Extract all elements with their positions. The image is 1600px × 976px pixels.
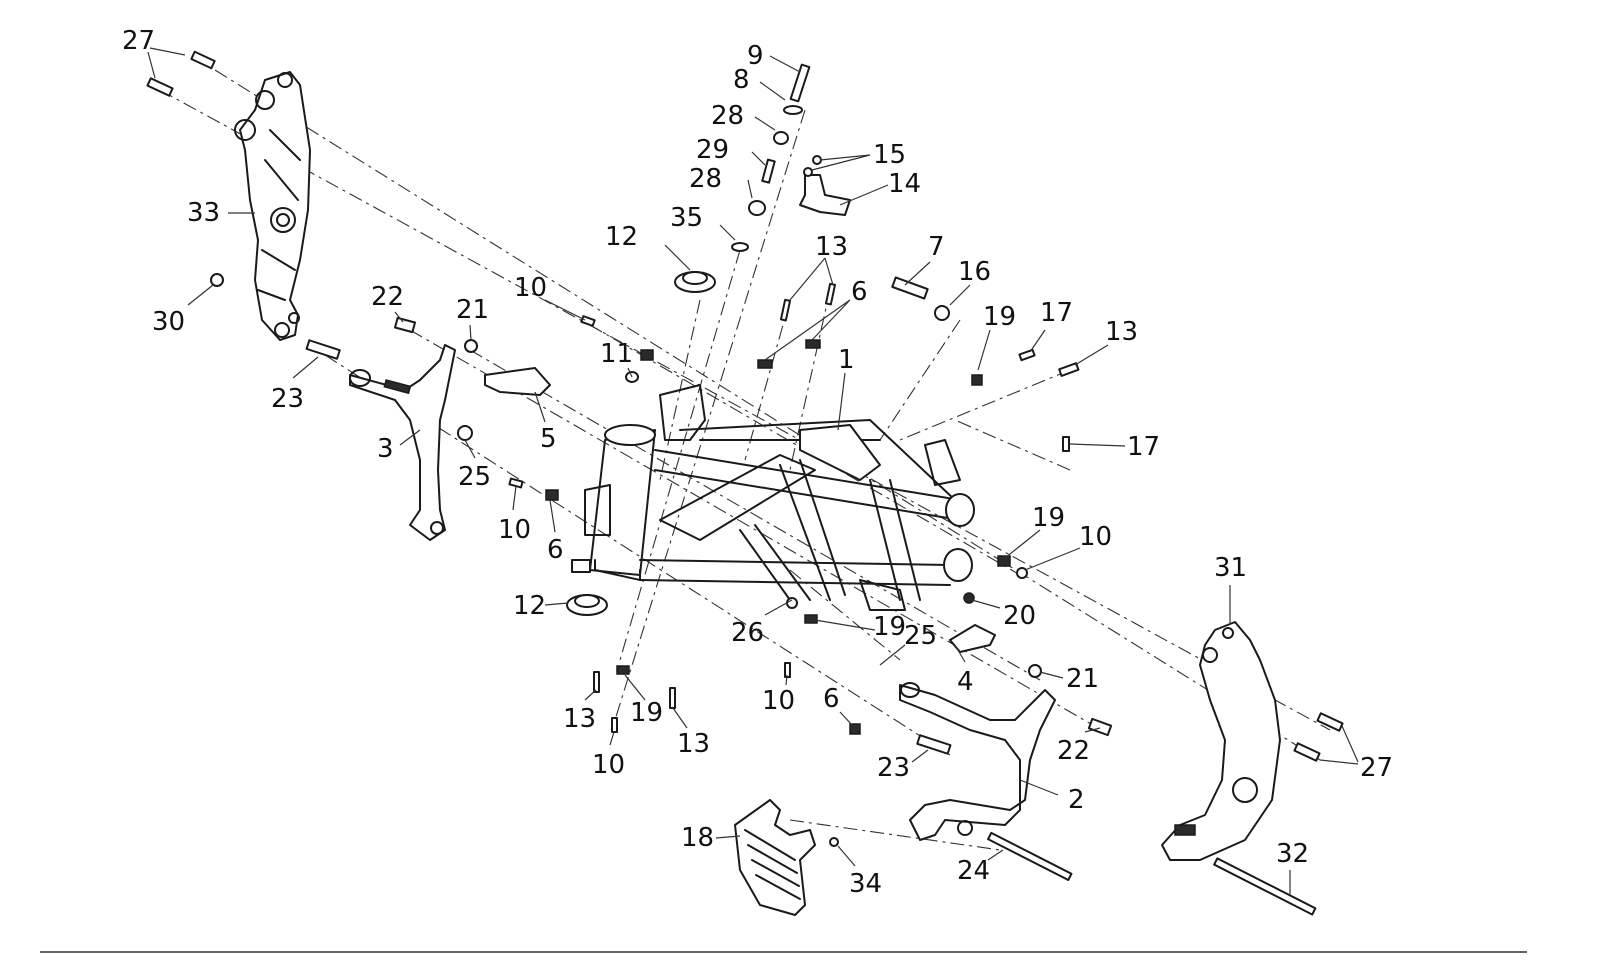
right-footrest-plate-icon	[1161, 621, 1281, 861]
callout: 13	[815, 232, 848, 262]
spacer-icon	[773, 131, 789, 145]
callout: 23	[271, 384, 304, 414]
callout: 13	[563, 704, 596, 734]
nut-icon	[464, 339, 478, 353]
callout: 21	[1066, 664, 1099, 694]
callout: 6	[547, 535, 564, 565]
left-bracket-icon	[349, 344, 456, 541]
screw-icon	[812, 155, 822, 165]
long-bolt-icon	[1213, 857, 1317, 916]
pin-icon	[761, 158, 776, 184]
callout: 9	[747, 41, 764, 71]
bolt-icon	[916, 734, 952, 755]
callout: 12	[605, 222, 638, 252]
right-bracket-icon	[899, 682, 1056, 841]
callout: 6	[823, 684, 840, 714]
callout: 10	[1079, 522, 1112, 552]
left-footrest-plate-icon	[234, 71, 311, 341]
callout: 13	[677, 729, 710, 759]
callout: 5	[540, 424, 557, 454]
callout: 19	[983, 302, 1016, 332]
long-bolt-icon	[987, 831, 1073, 881]
washer-icon	[783, 105, 803, 115]
callout: 6	[851, 277, 868, 307]
callout: 3	[377, 434, 394, 464]
nut-icon	[1028, 664, 1042, 678]
bolt-icon	[394, 316, 416, 334]
nut-icon	[210, 273, 224, 287]
washer-icon	[731, 242, 749, 252]
callout: 20	[1003, 601, 1036, 631]
bolt-icon	[789, 63, 811, 103]
callout: 19	[1032, 503, 1065, 533]
callout: 10	[498, 515, 531, 545]
callout-labels: 27 9 8 28 29 28 15 14 35 12 13 7 16 33 6…	[122, 26, 1393, 899]
callout: 30	[152, 307, 185, 337]
motorcycle-frame-icon	[571, 384, 975, 611]
fastener-icon	[508, 276, 1080, 735]
grommet-icon	[566, 594, 608, 616]
bolt-icon	[146, 50, 216, 97]
callout: 28	[711, 101, 744, 131]
callout: 21	[456, 295, 489, 325]
callout: 27	[1360, 753, 1393, 783]
callout: 2	[1068, 785, 1085, 815]
callout: 25	[458, 462, 491, 492]
callout: 34	[849, 869, 882, 899]
callout: 4	[957, 667, 974, 697]
leader-lines	[147, 47, 1359, 895]
callout: 16	[958, 257, 991, 287]
callout: 7	[928, 232, 945, 262]
callout: 10	[762, 686, 795, 716]
nut-icon	[457, 425, 473, 441]
callout: 32	[1276, 839, 1309, 869]
spacer-icon	[748, 200, 766, 216]
nut-icon	[829, 837, 839, 847]
callout: 8	[733, 65, 750, 95]
callout: 19	[630, 698, 663, 728]
callout: 10	[514, 273, 547, 303]
callout: 10	[592, 750, 625, 780]
radiator-grille-icon	[734, 799, 816, 916]
bolt-icon	[1087, 717, 1113, 737]
callout: 19	[873, 612, 906, 642]
callout: 13	[1105, 317, 1138, 347]
bolt-icon	[1316, 712, 1344, 732]
callout: 22	[1057, 736, 1090, 766]
callout: 1	[838, 345, 855, 375]
callout: 29	[696, 135, 729, 165]
callout: 24	[957, 856, 990, 886]
callout: 12	[513, 591, 546, 621]
callout: 23	[877, 753, 910, 783]
callout: 17	[1040, 298, 1073, 328]
callout: 35	[670, 203, 703, 233]
callout: 26	[731, 618, 764, 648]
callout: 14	[888, 169, 921, 199]
callout: 33	[187, 198, 220, 228]
callout: 15	[873, 140, 906, 170]
callout: 28	[689, 164, 722, 194]
screw-icon	[803, 167, 813, 177]
callout: 22	[371, 282, 404, 312]
callout: 11	[600, 339, 633, 369]
callout: 18	[681, 823, 714, 853]
callout: 17	[1127, 432, 1160, 462]
grommet-icon	[674, 271, 716, 293]
small-bracket-icon	[799, 174, 851, 216]
bolt-icon	[1293, 742, 1321, 762]
callout: 31	[1214, 553, 1247, 583]
callout: 25	[904, 621, 937, 651]
callout: 27	[122, 26, 155, 56]
bolt-icon	[305, 339, 341, 360]
mount-bracket-icon	[484, 367, 551, 396]
